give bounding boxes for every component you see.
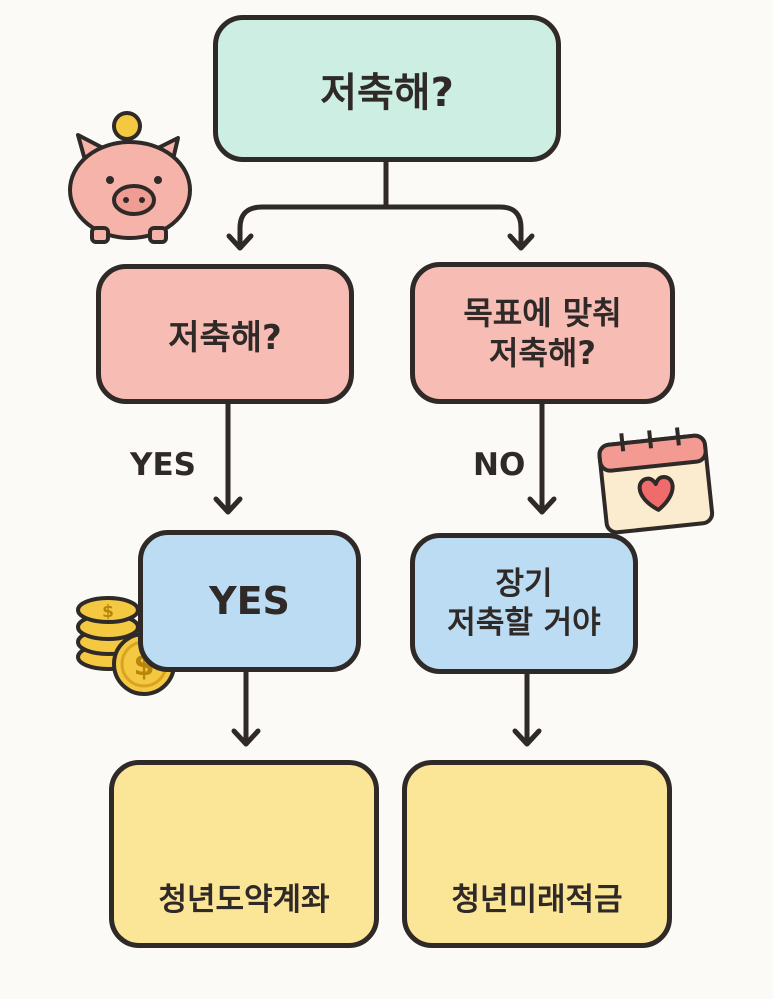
yes-node-label: YES [209,579,290,623]
calendar-heart-icon [597,427,715,535]
arrowhead-root-right [507,233,535,251]
arrowhead-root-left [226,233,254,251]
root-question-label: 저축해? [320,69,454,116]
arrowhead-right-no [527,496,557,515]
long-term-node: 장기 저축할 거야 [410,533,638,674]
edge-label-no: NO [473,447,526,483]
right-question-node: 목표에 맞춰 저축해? [410,262,675,404]
piggy-bank-icon [68,111,192,244]
connector-root-right [383,204,524,250]
yes-node: YES [138,530,361,672]
left-question-label: 저축해? [168,317,282,358]
connector-root-left [237,204,389,250]
arrowhead-yes-result [231,728,261,747]
result-node-youth-leap: 청년도약계좌 [109,760,379,948]
arrowhead-left-yes [213,496,243,515]
result-node-youth-future: 청년미래적금 [402,760,672,948]
arrowhead-long-result [512,728,542,747]
left-question-node: 저축해? [96,264,354,404]
root-question-node: 저축해? [213,15,561,162]
edge-label-yes: YES [130,447,196,483]
right-question-line2: 저축해? [489,334,596,372]
long-term-line1: 장기 [495,565,553,602]
right-question-line1: 목표에 맞춰 [463,294,622,332]
svg-text:$: $ [102,602,114,622]
result-label-youth-leap: 청년도약계좌 [158,882,330,918]
long-term-line2: 저축할 거야 [447,604,601,641]
result-label-youth-future: 청년미래적금 [451,882,623,918]
